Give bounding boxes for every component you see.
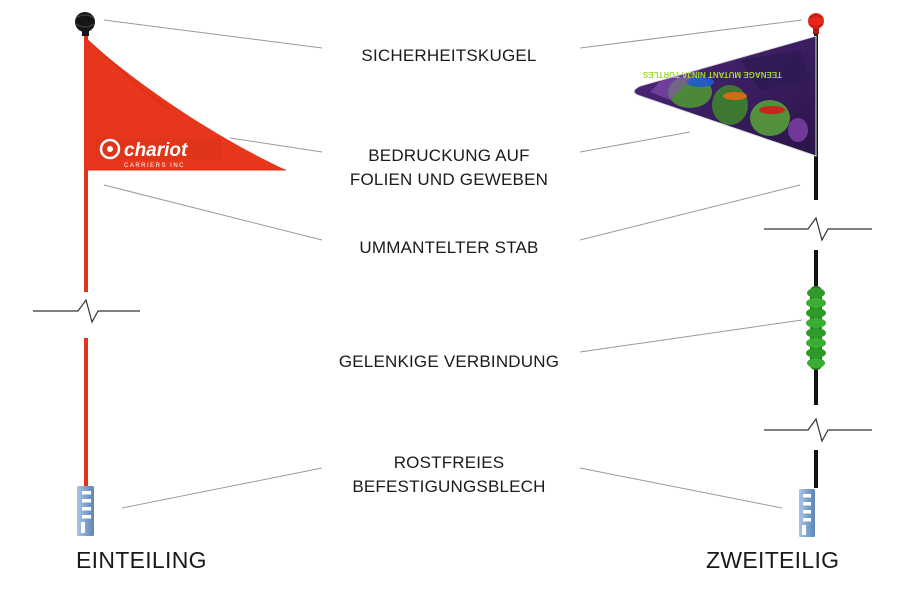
leader-safety-ball-left	[103, 19, 323, 49]
leader-bracket-left	[121, 467, 323, 509]
leader-rod-right	[579, 184, 801, 241]
leader-print-left	[229, 137, 323, 153]
right-flag-assembly: TEENAGE MUTANT NINJA TURTLES	[633, 13, 872, 537]
label-joint: GELENKIGE VERBINDUNG	[339, 350, 559, 374]
leader-rod-left	[103, 184, 323, 241]
right-rod-break-symbol-upper	[764, 216, 872, 242]
left-flag-pennant	[86, 38, 286, 170]
label-joint-text: GELENKIGE VERBINDUNG	[338, 352, 560, 371]
right-rod-break-symbol-lower	[764, 417, 872, 443]
left-flag-assembly: chariot CARRIERS INC	[33, 12, 286, 536]
right-flag-pennant: TEENAGE MUTANT NINJA TURTLES	[633, 35, 817, 157]
caption-left: EINTEILING	[76, 547, 207, 573]
label-bracket: ROSTFREIES BEFESTIGUNGSBLECH	[352, 451, 545, 499]
label-print-line1: BEDRUCKUNG AUF	[368, 146, 530, 165]
right-flag-print-text: TEENAGE MUTANT NINJA TURTLES	[642, 70, 782, 79]
label-coated-rod: UMMANTELTER STAB	[359, 236, 538, 260]
left-rod-break-symbol	[33, 298, 140, 324]
label-coated-rod-text: UMMANTELTER STAB	[359, 238, 539, 257]
left-safety-ball	[75, 12, 95, 36]
chariot-logo-text: chariot	[124, 140, 188, 161]
leader-bracket-right	[579, 467, 783, 509]
label-safety-ball-text: SICHERHEITSKUGEL	[361, 46, 537, 65]
leader-lines	[103, 19, 803, 509]
right-safety-ball	[808, 13, 824, 34]
leader-print-right	[579, 131, 691, 153]
left-stainless-bracket	[77, 486, 94, 536]
left-coated-rod-lower	[84, 338, 88, 488]
label-print-line2: FOLIEN UND GEWEBEN	[349, 170, 549, 189]
leader-joint-right	[579, 319, 803, 353]
right-coated-rod-lower	[814, 450, 818, 488]
leader-safety-ball-right	[579, 19, 803, 49]
chariot-logo-subtext: CARRIERS INC	[124, 163, 185, 169]
label-bracket-line2: BEFESTIGUNGSBLECH	[352, 477, 546, 496]
chariot-logo: chariot CARRIERS INC	[96, 138, 222, 169]
label-print: BEDRUCKUNG AUF FOLIEN UND GEWEBEN	[350, 144, 548, 192]
caption-right: ZWEITEILIG	[706, 547, 840, 573]
label-safety-ball: SICHERHEITSKUGEL	[361, 44, 536, 68]
label-bracket-line1: ROSTFREIES	[393, 453, 505, 472]
right-stainless-bracket	[799, 489, 815, 537]
right-articulated-joint	[806, 286, 826, 370]
